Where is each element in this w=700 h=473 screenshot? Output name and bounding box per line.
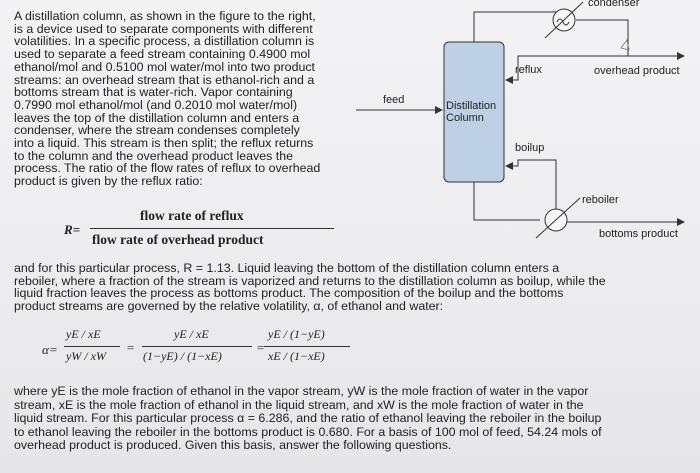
alpha-term3-numerator: yE / (1−yE) <box>268 327 325 341</box>
condenser-coil <box>556 18 570 26</box>
equals-sign: = <box>126 340 135 355</box>
column-label-line1: Distillation <box>446 100 496 112</box>
intro-line: into a liquid. This stream is then split… <box>14 136 314 151</box>
intro-line: product is given by the reflux ratio: <box>14 174 203 189</box>
cursor-icon <box>620 39 630 51</box>
intro-line: to the column and the overhead product l… <box>14 148 293 163</box>
fraction-bar <box>142 346 252 347</box>
reflux-numerator: flow rate of reflux <box>140 208 244 223</box>
alpha-term1-denominator: yW / xW <box>66 349 106 363</box>
reflux-ratio-symbol: R= <box>64 222 81 237</box>
equals-sign: = <box>256 340 265 355</box>
intro-line: volatilities. In a specific process, a d… <box>14 34 315 49</box>
reflux-denominator: flow rate of overhead product <box>92 232 264 247</box>
intro-paragraph: A distillation column, as shown in the f… <box>14 10 320 188</box>
intro-line: A distillation column, as shown in the f… <box>14 9 316 23</box>
bottoms-product-label: bottoms product <box>599 228 678 240</box>
intro-line: used to separate a feed stream containin… <box>14 47 311 62</box>
intro-line: is a device used to separate components … <box>14 21 313 36</box>
middle-line: product streams are governed by the rela… <box>14 298 444 313</box>
intro-line: leaves the top of the distillation colum… <box>14 110 300 125</box>
overhead-product-label: overhead product <box>594 65 680 77</box>
alpha-symbol: α= <box>42 342 58 357</box>
middle-line: liquid fraction leaves the process as bo… <box>14 286 564 300</box>
boilup-arrow <box>505 159 557 209</box>
bottom-line: stream, xE is the mole fraction of ethan… <box>14 397 584 412</box>
vapor-line <box>473 11 560 42</box>
intro-line: 0.7990 mol ethanol/mol (and 0.2010 mol w… <box>14 97 298 112</box>
bottom-line: to ethanol leaving the reboiler in the b… <box>14 424 602 439</box>
condensate-line <box>576 19 629 56</box>
middle-line: reboiler, where a fraction of the stream… <box>14 273 606 288</box>
intro-line: bottoms stream that is water-rich. Vapor… <box>14 85 293 100</box>
intro-line: condenser, where the stream condenses co… <box>14 123 300 138</box>
alpha-term1-numerator: yE / xE <box>66 327 101 341</box>
bottom-line: liquid stream. For this particular proce… <box>14 411 602 425</box>
intro-line: process. The ratio of the flow rates of … <box>14 161 321 176</box>
bottom-paragraph: where yE is the mole fraction of ethanol… <box>14 384 602 453</box>
alpha-term2-denominator: (1−yE) / (1−xE) <box>143 349 222 363</box>
bottoms-line <box>473 182 540 221</box>
condenser-label: condenser <box>588 0 640 9</box>
intro-line: streams: an overhead stream that is etha… <box>14 72 315 87</box>
reboiler-steam-line <box>535 197 581 239</box>
bottom-line: overhead product is produced. Given this… <box>14 438 452 452</box>
intro-line: ethanol/mol and 0.5100 mol water/mol int… <box>14 59 315 74</box>
condenser-coolant-line <box>544 1 584 39</box>
middle-paragraph: and for this particular process, R = 1.1… <box>14 262 606 312</box>
fraction-bar <box>64 346 120 347</box>
reflux-arrow <box>505 55 628 84</box>
alpha-term2-numerator: yE / xE <box>174 327 209 341</box>
middle-line: and for this particular process, R = 1.1… <box>14 261 560 275</box>
fraction-bar <box>90 228 334 229</box>
feed-label: feed <box>383 94 404 106</box>
boilup-label: boilup <box>515 142 544 154</box>
column-label-line2: Column <box>446 112 484 124</box>
reboiler-label: reboiler <box>582 194 619 206</box>
fraction-bar <box>264 346 350 347</box>
bottom-line: where yE is the mole fraction of ethanol… <box>14 384 589 398</box>
reflux-label: reflux <box>515 64 542 76</box>
alpha-term3-denominator: xE / (1−xE) <box>268 349 325 363</box>
